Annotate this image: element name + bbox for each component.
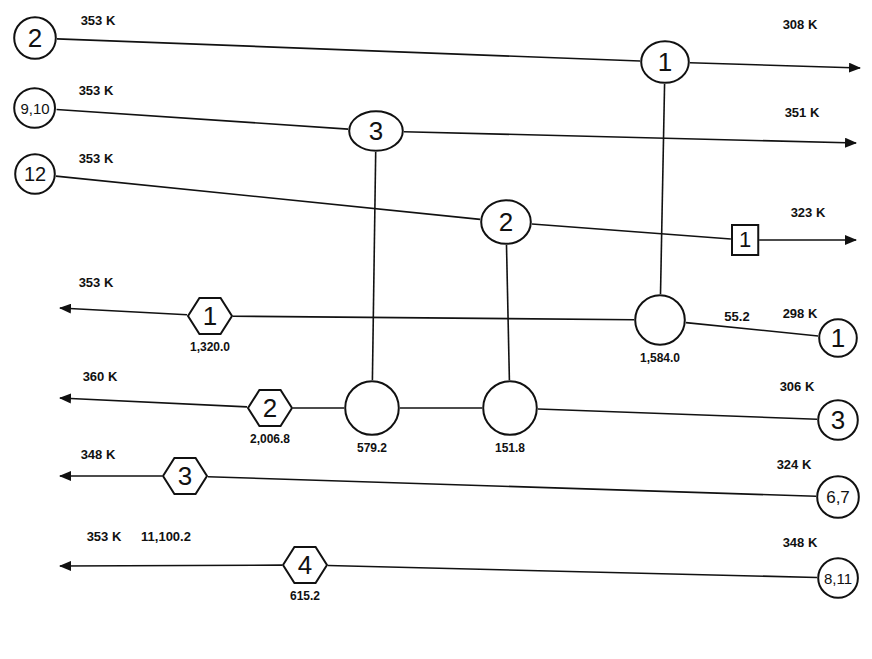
- temperature-label: 353 K: [79, 152, 114, 165]
- stream-line: [57, 39, 640, 61]
- unit-number: 1: [203, 303, 217, 329]
- stream-line: [57, 109, 349, 129]
- temperature-label: 351 K: [785, 106, 820, 119]
- exchanger-circle: 579.2: [344, 380, 400, 436]
- duty-value: 615.2: [290, 590, 320, 602]
- temperature-label: 308 K: [783, 18, 818, 31]
- exchanger-circle: 1,584.0: [634, 294, 686, 346]
- unit-number: 4: [298, 552, 312, 578]
- temperature-label: 348 K: [783, 536, 818, 549]
- stream-circle: 3: [817, 399, 859, 441]
- temperature-label: 360 K: [83, 370, 118, 383]
- stream-outlet-arrow: [60, 398, 247, 407]
- temperature-label: 353 K: [79, 276, 114, 289]
- stream-line: [293, 407, 344, 409]
- stream-outlet-arrow: [60, 308, 187, 315]
- stream-circle: 1: [818, 318, 858, 358]
- stream-line: [686, 323, 818, 336]
- unit-number: 3: [369, 118, 383, 144]
- unit-number: 12: [24, 164, 46, 184]
- temperature-label: 353 K: [79, 84, 114, 97]
- temperature-label: 353 K: [81, 14, 116, 27]
- heater-hexagon: 4615.2: [282, 546, 328, 584]
- temperature-label: 348 K: [81, 448, 116, 461]
- stream-circle: 2: [480, 199, 532, 245]
- duty-value: 2,006.8: [250, 433, 290, 445]
- unit-number: 1: [739, 229, 751, 251]
- stream-outlet-arrow: [60, 564, 282, 567]
- stream-line: [328, 566, 817, 578]
- exchanger-circle: 151.8: [482, 380, 538, 436]
- stream-line: [56, 176, 480, 219]
- temperature-label: 324 K: [777, 458, 812, 471]
- heater-hexagon: 22,006.8: [247, 389, 293, 427]
- stream-circle: 1: [640, 40, 690, 84]
- duty-value: 55.2: [724, 310, 749, 323]
- unit-number: 2: [28, 25, 42, 51]
- unit-number: 1: [658, 49, 672, 75]
- temperature-label: 298 K: [783, 307, 818, 320]
- heater-hexagon: 11,320.0: [187, 297, 233, 335]
- cooler-box: 1: [731, 224, 759, 256]
- unit-number: 1: [831, 325, 845, 351]
- unit-number: 8,11: [824, 571, 852, 586]
- circle-outline: [482, 380, 538, 436]
- stream-circle: 3: [348, 110, 404, 152]
- stream-outlet-arrow: [60, 475, 162, 477]
- duty-value: 11,100.2: [141, 530, 191, 543]
- stream-circle: 6,7: [816, 475, 860, 519]
- stream-circle: 8,11: [817, 557, 859, 599]
- stream-line: [532, 224, 731, 239]
- stream-outlet-arrow: [759, 239, 856, 241]
- stream-outlet-arrow: [690, 63, 860, 68]
- stream-line: [661, 84, 665, 294]
- temperature-label: 323 K: [791, 206, 826, 219]
- duty-value: 151.8: [495, 442, 525, 454]
- circle-outline: [344, 380, 400, 436]
- duty-value: 1,584.0: [640, 352, 680, 364]
- unit-number: 2: [263, 395, 277, 421]
- stream-line: [372, 152, 375, 380]
- unit-number: 2: [499, 209, 513, 235]
- unit-number: 3: [831, 407, 845, 433]
- stream-outlet-arrow: [404, 132, 856, 143]
- duty-value: 579.2: [357, 442, 387, 454]
- duty-value: 1,320.0: [190, 341, 230, 353]
- stream-line: [400, 407, 482, 409]
- unit-number: 9,10: [20, 101, 49, 116]
- unit-number: 6,7: [826, 489, 850, 506]
- stream-line: [538, 409, 817, 419]
- stream-line: [506, 245, 509, 380]
- stream-circle: 2: [13, 16, 57, 60]
- circle-outline: [634, 294, 686, 346]
- unit-number: 3: [178, 463, 192, 489]
- heater-hexagon: 3: [162, 457, 208, 495]
- stream-circle: 12: [14, 153, 56, 195]
- temperature-label: 353 K: [87, 530, 122, 543]
- stream-circle: 9,10: [13, 87, 56, 129]
- stream-line: [208, 477, 816, 497]
- stream-line: [233, 316, 634, 320]
- temperature-label: 306 K: [780, 380, 815, 393]
